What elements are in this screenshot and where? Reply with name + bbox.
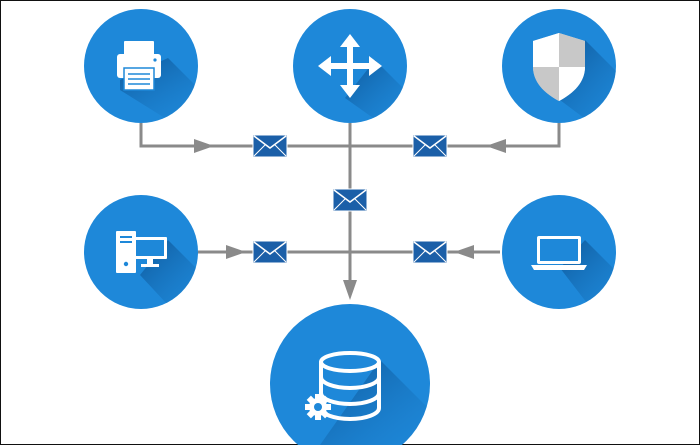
gear-icon [305,394,331,420]
node-security [502,9,616,123]
node-router [293,9,407,123]
move-arrows-icon [318,34,382,98]
arrowhead-laptop [454,245,474,259]
node-laptop [502,195,616,309]
node-database [270,304,430,445]
arrowhead-printer [194,139,214,153]
shield-icon [533,33,585,101]
node-printer [84,9,198,123]
envelope-icon [252,240,288,264]
envelope-icon [412,134,448,158]
printer-icon [117,41,161,91]
desktop-computer-icon [116,231,167,273]
node-desktop [84,195,198,309]
envelope-icon [252,134,288,158]
arrowhead-security [486,139,506,153]
laptop-icon [531,236,587,270]
arrowhead-database [343,280,357,300]
envelope-icon [412,240,448,264]
arrowhead-desktop [226,245,246,259]
arrowheads [194,139,506,300]
envelope-icon [332,188,368,212]
